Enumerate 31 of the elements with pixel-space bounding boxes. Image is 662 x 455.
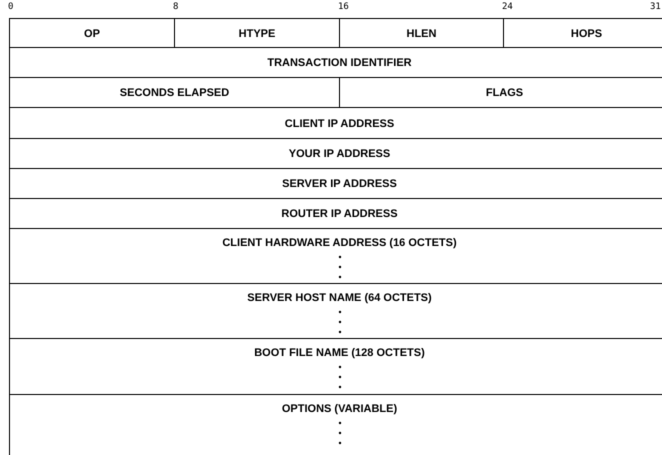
bit-number: 24	[502, 2, 513, 12]
field-name: OP	[83, 28, 101, 40]
bit-number: 8	[173, 2, 178, 12]
bit-number: 16	[338, 2, 349, 12]
field-cell	[9, 283, 662, 340]
field-name: HOPS	[570, 28, 604, 40]
field-name: HTYPE	[238, 28, 276, 40]
field-cell	[9, 107, 662, 140]
field-cell	[9, 394, 662, 455]
field-name: YOUR IP ADDRESS	[288, 148, 392, 160]
field-name: HLEN	[406, 28, 438, 40]
field-cell	[9, 47, 662, 79]
field-cell	[9, 228, 662, 285]
field-cell	[9, 338, 662, 396]
field-name: SECONDS ELAPSED	[118, 87, 230, 99]
field-name: SERVER IP ADDRESS	[281, 178, 398, 190]
field-name: TRANSACTION IDENTIFIER	[266, 57, 413, 69]
field-name: OPTIONS (VARIABLE)	[280, 403, 398, 415]
field-name: FLAGS	[484, 87, 524, 99]
field-cell	[9, 138, 662, 170]
bit-number: 0	[8, 2, 14, 12]
field-name: BOOT FILE NAME (128 OCTETS)	[253, 347, 426, 359]
field-name: CLIENT HARDWARE ADDRESS (16 OCTETS)	[221, 237, 458, 249]
field-name: ROUTER IP ADDRESS	[280, 208, 399, 220]
field-name: SERVER HOST NAME (64 OCTETS)	[246, 292, 433, 304]
field-cell	[9, 168, 662, 200]
bit-number: 31	[650, 2, 661, 12]
field-name: CLIENT IP ADDRESS	[284, 118, 396, 130]
field-cell	[9, 18, 175, 49]
field-cell	[9, 77, 340, 109]
field-cell	[9, 198, 662, 230]
